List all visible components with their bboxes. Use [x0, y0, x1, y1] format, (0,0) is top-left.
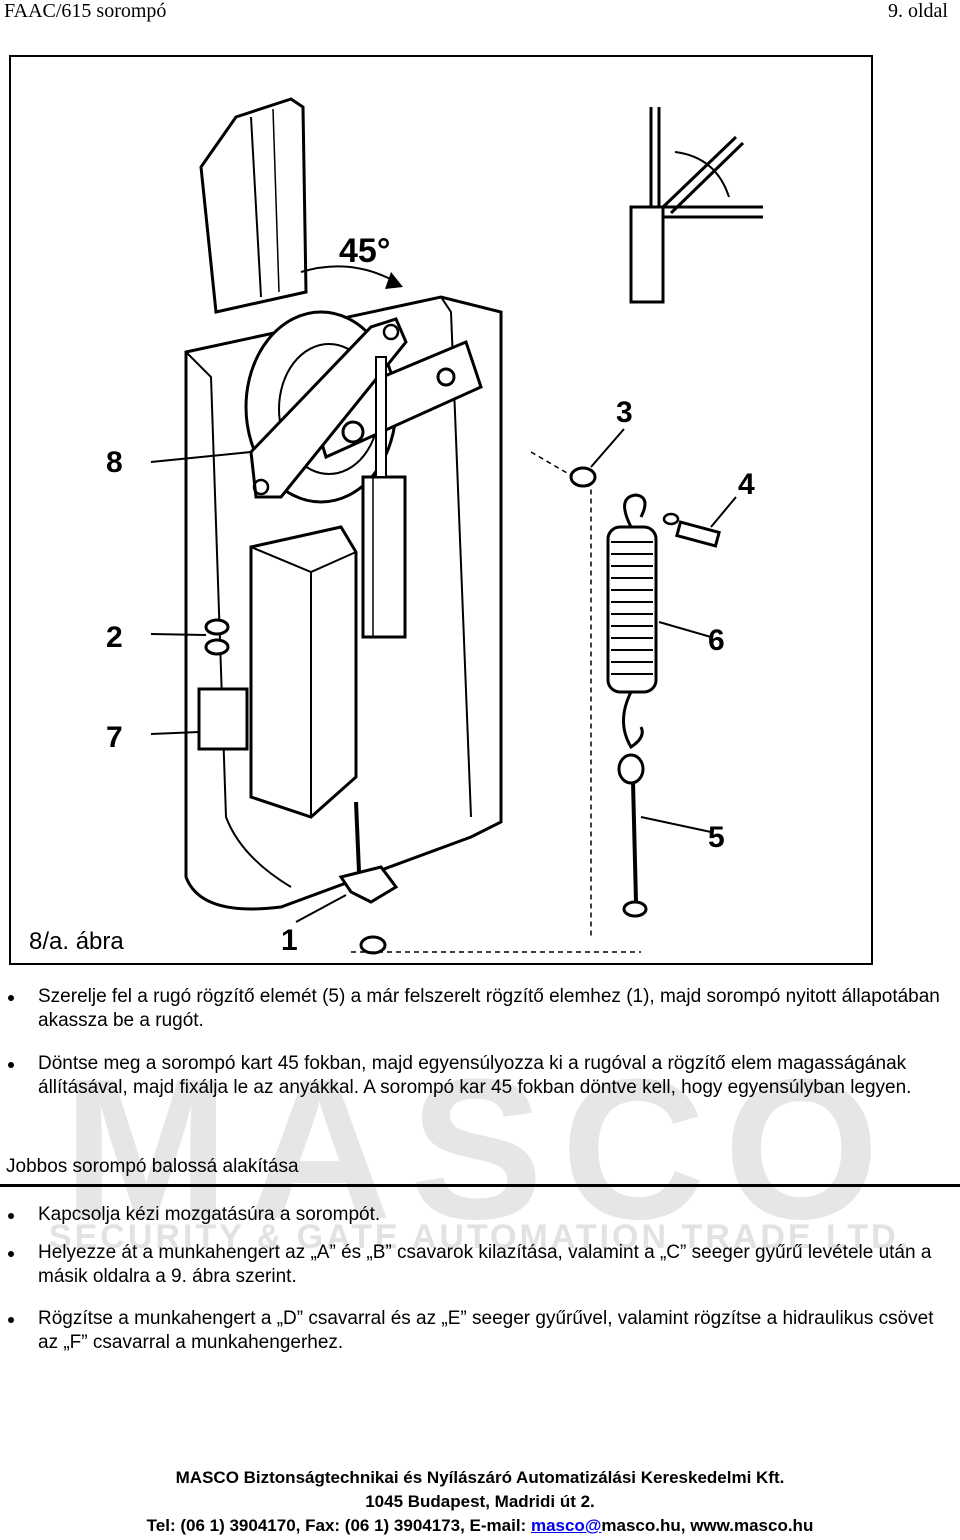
bracket-7: [197, 687, 249, 751]
barrier-assembly-drawing: 45°: [29, 97, 763, 957]
section-divider: [0, 1184, 960, 1187]
technical-figure: 45°: [9, 55, 873, 965]
bushing: [569, 466, 597, 488]
email-link[interactable]: masco@: [530, 1516, 602, 1535]
callout-6: 6: [708, 624, 725, 657]
eye-bolt: [617, 753, 645, 785]
barrier-arm: [199, 97, 308, 314]
contact-web: masco.hu, www.masco.hu: [601, 1516, 814, 1535]
list-item-text: Szerelje fel a rugó rögzítő elemét (5) a…: [38, 986, 940, 1031]
callout-1: 1: [281, 924, 298, 957]
mounting-anchor: [338, 865, 399, 904]
bullet-dot: [8, 1213, 14, 1219]
bullet-dot: [8, 1251, 14, 1257]
figure-caption: 8/a. ábra: [29, 928, 124, 955]
hydraulic-cylinder: [361, 475, 407, 639]
page-header: FAAC/615 sorompó 9. oldal: [0, 0, 960, 30]
spring: [606, 493, 658, 750]
list-item-text: Rögzítse a munkahengert a „D” csavarral …: [38, 1308, 934, 1353]
bullet-dot: [8, 1317, 14, 1323]
page-footer: MASCO Biztonságtechnikai és Nyílászáró A…: [0, 1466, 960, 1538]
bullet-dot: [8, 995, 14, 1001]
callout-3: 3: [616, 396, 633, 429]
section-title: Jobbos sorompó balossá alakítása: [6, 1156, 299, 1177]
company-address: 1045 Budapest, Madridi út 2.: [365, 1492, 595, 1511]
list-item-text: Helyezze át a munkahengert az „A” és „B”…: [38, 1242, 932, 1287]
angle-label: 45°: [339, 232, 390, 270]
inset-angle-diagram: [629, 107, 763, 304]
company-name: MASCO Biztonságtechnikai és Nyílászáró A…: [175, 1468, 785, 1487]
page-number: 9. oldal: [888, 0, 948, 22]
bullet-dot: [8, 1062, 14, 1068]
callout-7: 7: [106, 721, 123, 754]
list-item-text: Döntse meg a sorompó kart 45 fokban, maj…: [38, 1053, 912, 1098]
crank: [249, 317, 408, 499]
company-contact: Tel: (06 1) 3904170, Fax: (06 1) 3904173…: [0, 1514, 960, 1538]
bolt: [675, 520, 721, 548]
list-item-text: Kapcsolja kézi mozgatásúra a sorompót.: [38, 1204, 381, 1225]
callout-8: 8: [106, 446, 123, 479]
callout-2: 2: [106, 621, 123, 654]
contact-phone-fax: Tel: (06 1) 3904170, Fax: (06 1) 3904173…: [146, 1516, 531, 1535]
callout-4: 4: [738, 468, 755, 501]
callout-5: 5: [708, 821, 725, 854]
document-title: FAAC/615 sorompó: [4, 0, 167, 22]
motor-unit: [249, 525, 358, 819]
